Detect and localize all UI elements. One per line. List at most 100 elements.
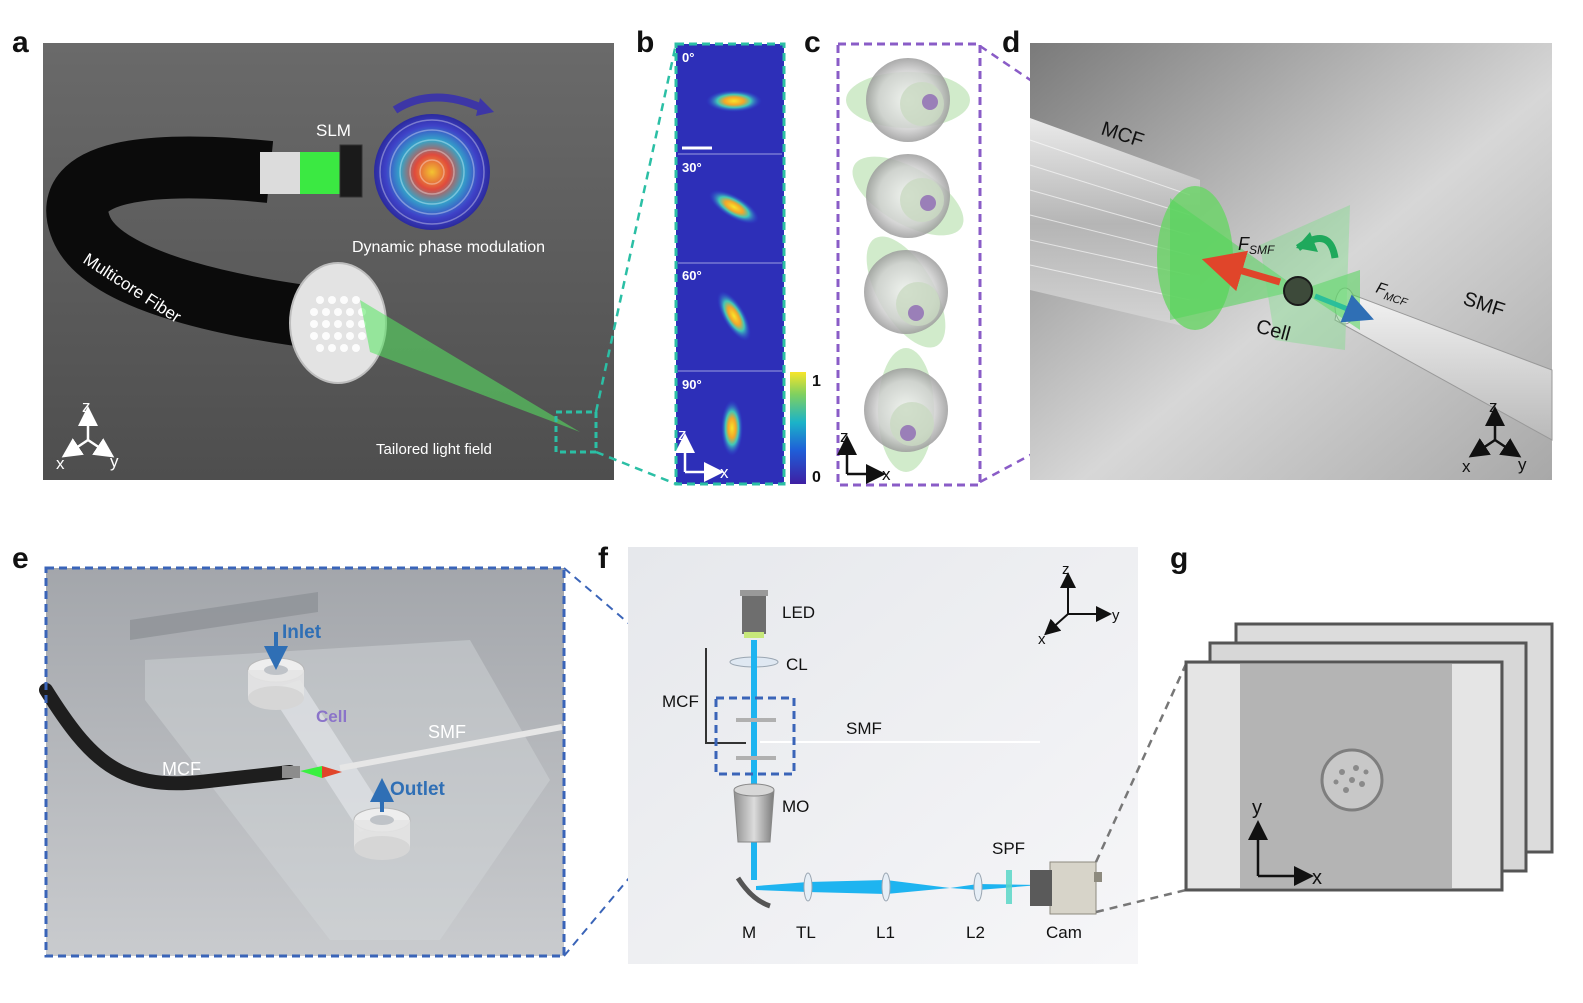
connector-a-b-top [594,43,678,413]
panel-b-frame [674,42,786,486]
m-label: M [742,923,756,942]
panel-f: LED CL MCF SMF MO SPF M TL L1 L2 [628,547,1138,964]
phase-modulation-caption: Dynamic phase modulation [352,239,545,256]
axis-x-label-b: x [720,463,729,482]
mcf-fiber-e [39,683,297,791]
laser-green-e [300,766,322,778]
axis-z-label-c: z [840,427,849,446]
l2-label: L2 [966,923,985,942]
inlet-hole [264,665,288,675]
camera-connector [1094,872,1102,882]
phase-mask-rings [379,119,485,225]
inlet-port-bottom [248,686,304,710]
panel-a: SLM Dynamic phase modulation Multicore F… [43,43,614,480]
cell-granules [1333,765,1369,793]
panel-d-axes: z x y [1462,397,1527,476]
spot-0deg [706,90,762,112]
mcf-tip-e [282,766,300,778]
chip-backplate [130,592,318,640]
microscope-objective [733,789,775,843]
spf-label: SPF [992,839,1025,858]
led-emitter [744,632,764,638]
mcf-label-e: MCF [162,759,201,779]
mcf-fiber-f [705,648,746,744]
rotation-arrow-head-d [1296,232,1318,252]
l1-label: L1 [876,923,895,942]
rotation-arrow-head [476,98,494,116]
panel-g: y x [1184,622,1554,892]
panel-label-a: a [12,26,29,59]
smf-label-e: SMF [428,722,466,742]
chip-zoom-box [714,696,796,776]
angle-label-0: 0° [682,50,694,65]
panel-b-axes: z x [675,425,729,482]
panel-label-d: d [1002,26,1020,59]
panel-label-e: e [12,542,29,575]
smf-fiber-e [339,724,563,771]
panel-e: Inlet Outlet Cell SMF MCF [39,566,566,958]
panel-c: z x [836,42,982,487]
outlet-hole [370,815,394,825]
slm-label: SLM [316,121,351,140]
led-label: LED [782,603,815,622]
panel-d: FSMF FMCF MCF SMF Cell z x y [1029,43,1553,480]
tl-label: TL [796,923,816,942]
panel-label-b: b [636,26,654,59]
laser-red-e [322,766,342,778]
colorbar [790,372,806,484]
inlet-label: Inlet [282,622,322,643]
axis-y-label: y [110,452,119,471]
frame-dividers [678,153,782,372]
horizontal-beam [756,880,1040,894]
cell-0deg [846,58,970,142]
led-housing [742,590,766,634]
tailored-light-cone [360,300,580,432]
led-cap [740,590,768,596]
slm-device [339,144,363,198]
cell-label-e: Cell [316,707,347,726]
mcf-bundle [1030,118,1200,330]
panel-c-axes: z x [837,427,891,484]
panel-label-f: f [598,542,609,575]
camera-body [1049,861,1097,915]
panel-a-axes: z x y [56,397,119,473]
axis-z-label-d: z [1489,397,1498,416]
trapped-cell [1283,276,1313,306]
mo-label: MO [782,797,809,816]
cell-30deg [852,154,964,238]
panel-label-c: c [804,26,821,59]
focus-region-box [554,410,598,454]
multicore-fiber-body [46,136,339,351]
panel-label-g: g [1170,542,1188,575]
flow-channel [268,680,390,832]
colorbar-min-label: 0 [812,469,821,486]
mirror [735,876,771,909]
colorbar-max-label: 1 [812,373,821,390]
force-mcf-arrow [1314,293,1374,323]
panel-f-axes: z y x [1038,561,1120,648]
angle-label-30: 30° [682,160,702,175]
outlet-port-bottom [354,836,410,860]
relay-lenses [803,872,983,902]
axis-y-label-f: y [1112,607,1120,624]
outlet-label: Outlet [390,779,446,800]
cell-60deg [864,236,948,348]
camera-mount [1030,870,1052,906]
panel-g-axes: y x [1248,797,1322,889]
axis-x-label-c: x [882,465,891,484]
channel-wall-left [1188,664,1240,888]
fiber-proximal-end [260,152,300,194]
panel-b: 0° 30° 60° 90° z x 1 0 [674,42,821,486]
mcf-label-f: MCF [662,692,699,711]
axis-x-label-d: x [1462,457,1471,476]
rotation-arrow-arc [392,93,484,114]
angle-label-90: 90° [682,377,702,392]
objective-top [733,783,775,797]
force-smf-arrow [1201,250,1281,292]
tailored-light-caption: Tailored light field [376,441,492,458]
cam-label: Cam [1046,923,1082,942]
spot-30deg [709,190,759,224]
axis-y-label-g: y [1252,797,1262,819]
force-smf-label: FSMF [1238,234,1275,257]
